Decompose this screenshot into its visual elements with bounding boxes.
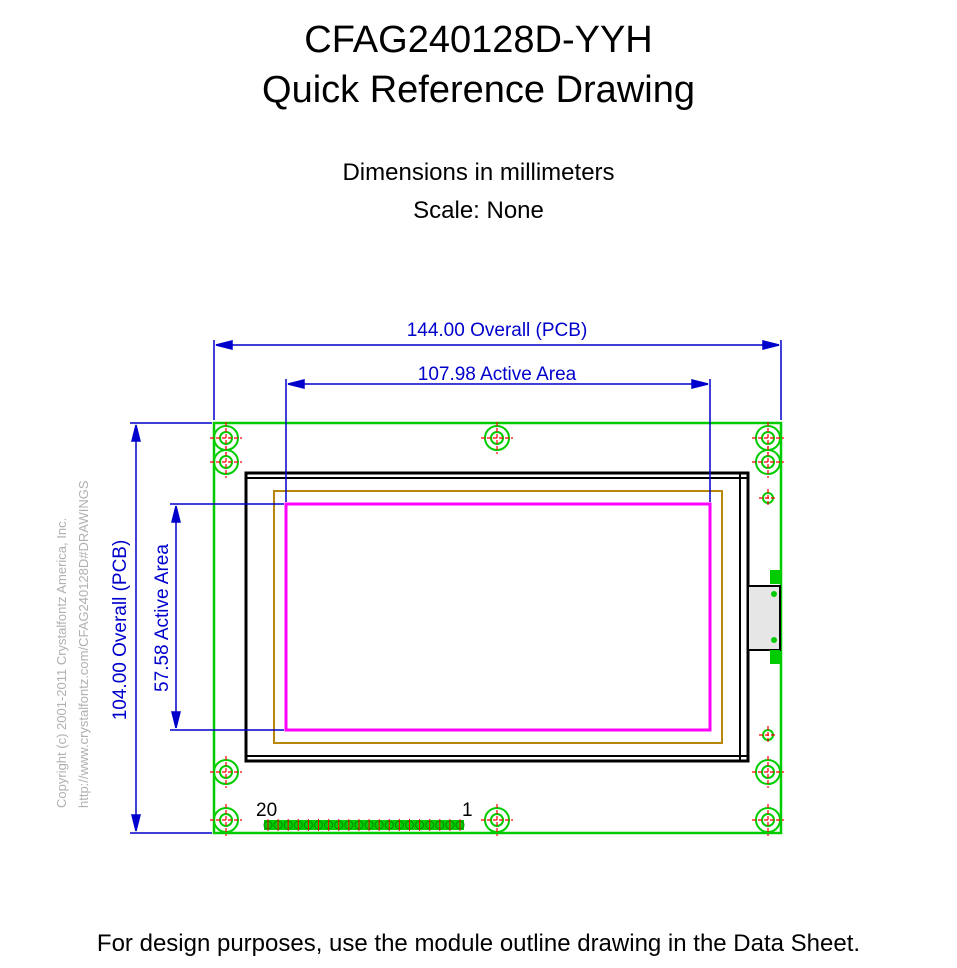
header-pin: [455, 819, 465, 831]
header-pin: [354, 819, 364, 831]
mounting-hole: [210, 756, 242, 788]
dim-active-width-label: 107.98 Active Area: [418, 364, 577, 385]
mounting-hole: [752, 804, 784, 836]
mounting-hole: [481, 422, 513, 454]
via-hole: [759, 489, 777, 507]
header-pin: [303, 819, 313, 831]
mounting-hole: [752, 446, 784, 478]
title-drawing-type: Quick Reference Drawing: [262, 69, 695, 111]
header-pin: [364, 819, 374, 831]
copyright-block: Copyright (c) 2001-2011 Crystalfontz Ame…: [54, 480, 91, 808]
copyright-url: http://www.crystalfontz.com/CFAG240128D#…: [76, 480, 91, 808]
dim-overall-width: [213, 340, 782, 420]
dim-active-width: [285, 379, 711, 502]
viewing-area-outline: [273, 490, 723, 744]
header-pin: [263, 819, 273, 831]
copyright-line: Copyright (c) 2001-2011 Crystalfontz Ame…: [54, 518, 69, 808]
lcd-bezel: [244, 471, 750, 763]
dim-active-height-label: 57.58 Active Area: [152, 544, 173, 692]
header-pin: [344, 819, 354, 831]
header-pin: [404, 819, 414, 831]
backlight-connector: [747, 570, 781, 664]
dim-overall-height: [130, 422, 212, 834]
via-hole: [759, 726, 777, 744]
pin-label-last: 20: [256, 800, 277, 821]
active-area-outline: [284, 502, 712, 732]
dim-overall-height-label: 104.00 Overall (PCB): [110, 540, 131, 721]
mounting-hole: [752, 756, 784, 788]
header-pin: [384, 819, 394, 831]
header-pin: [425, 819, 435, 831]
mounting-hole: [210, 804, 242, 836]
header-pin: [324, 819, 334, 831]
mounting-hole: [210, 446, 242, 478]
header-pin: [445, 819, 455, 831]
dim-active-height: [170, 503, 284, 731]
header-pin: [435, 819, 445, 831]
header-pin: [283, 819, 293, 831]
dim-overall-width-label: 144.00 Overall (PCB): [407, 320, 588, 341]
header-pin: [334, 819, 344, 831]
title-model: CFAG240128D-YYH: [304, 19, 653, 61]
header-pin: [314, 819, 324, 831]
pin-header: 20 1: [256, 800, 473, 831]
units-note: Dimensions in millimeters: [342, 159, 615, 186]
scale-note: Scale: None: [413, 197, 544, 224]
header-pin: [374, 819, 384, 831]
pin-label-first: 1: [462, 800, 473, 821]
design-note: For design purposes, use the module outl…: [96, 930, 861, 957]
header-pin: [293, 819, 303, 831]
header-pin: [415, 819, 425, 831]
pcb-outline: [212, 421, 783, 835]
header-pin: [273, 819, 283, 831]
mounting-hole: [481, 804, 513, 836]
header-pin: [394, 819, 404, 831]
